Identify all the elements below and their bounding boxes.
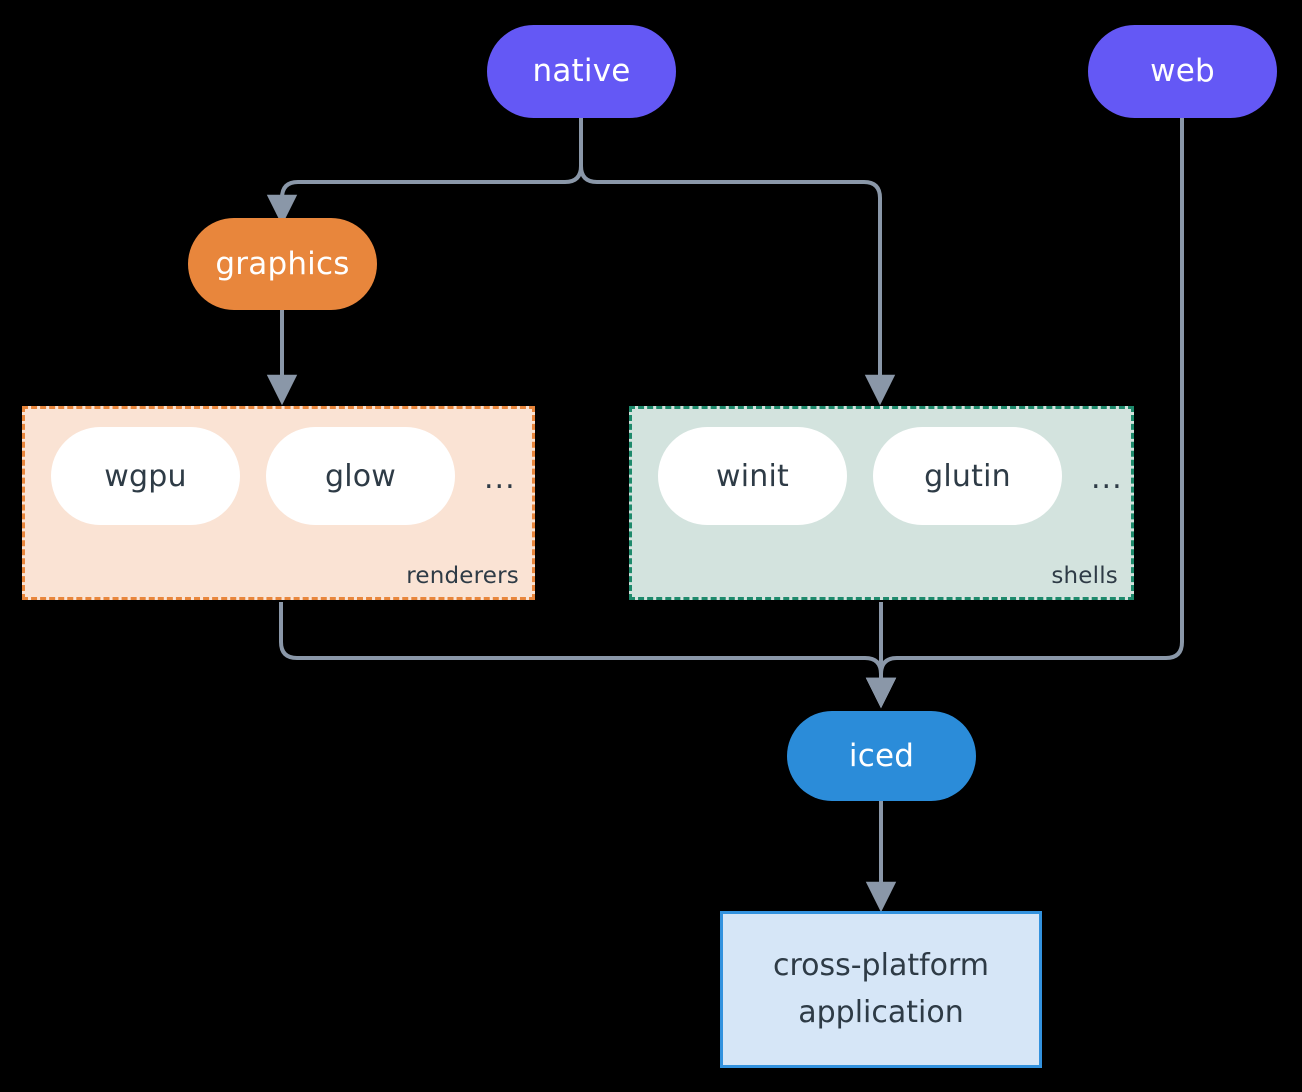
chip-glow[interactable]: glow (266, 427, 455, 525)
chip-winit[interactable]: winit (658, 427, 847, 525)
shells-overflow-ellipsis: ... (1091, 461, 1123, 496)
node-application-label-line2: application (798, 994, 964, 1030)
node-native[interactable]: native (487, 25, 676, 118)
chip-glutin-label: glutin (924, 458, 1011, 494)
edge-renderers-to-iced (279, 602, 897, 709)
node-graphics[interactable]: graphics (188, 218, 377, 310)
node-web-label: web (1150, 53, 1215, 90)
chip-wgpu[interactable]: wgpu (51, 427, 240, 525)
chip-glutin[interactable]: glutin (873, 427, 1062, 525)
cluster-renderers: wgpu glow ... renderers (22, 406, 535, 600)
node-iced[interactable]: iced (787, 711, 976, 801)
node-application-label-line1: cross-platform (772, 948, 990, 983)
node-application[interactable]: cross-platform application (720, 911, 1042, 1068)
edge-native-to-graphics (266, 118, 583, 226)
edge-web-to-iced (865, 118, 1184, 709)
node-graphics-label: graphics (215, 245, 350, 282)
node-iced-label: iced (848, 737, 915, 774)
node-web[interactable]: web (1088, 25, 1277, 118)
cluster-shells: winit glutin ... shells (629, 406, 1134, 600)
chip-wgpu-label: wgpu (104, 458, 187, 494)
node-native-label: native (532, 53, 631, 90)
chip-glow-label: glow (324, 458, 397, 494)
edge-native-to-shells (579, 118, 896, 406)
cluster-shells-label: shells (1051, 563, 1118, 589)
renderers-overflow-ellipsis: ... (484, 461, 516, 496)
chip-winit-label: winit (716, 458, 789, 494)
cluster-renderers-label: renderers (406, 563, 519, 589)
